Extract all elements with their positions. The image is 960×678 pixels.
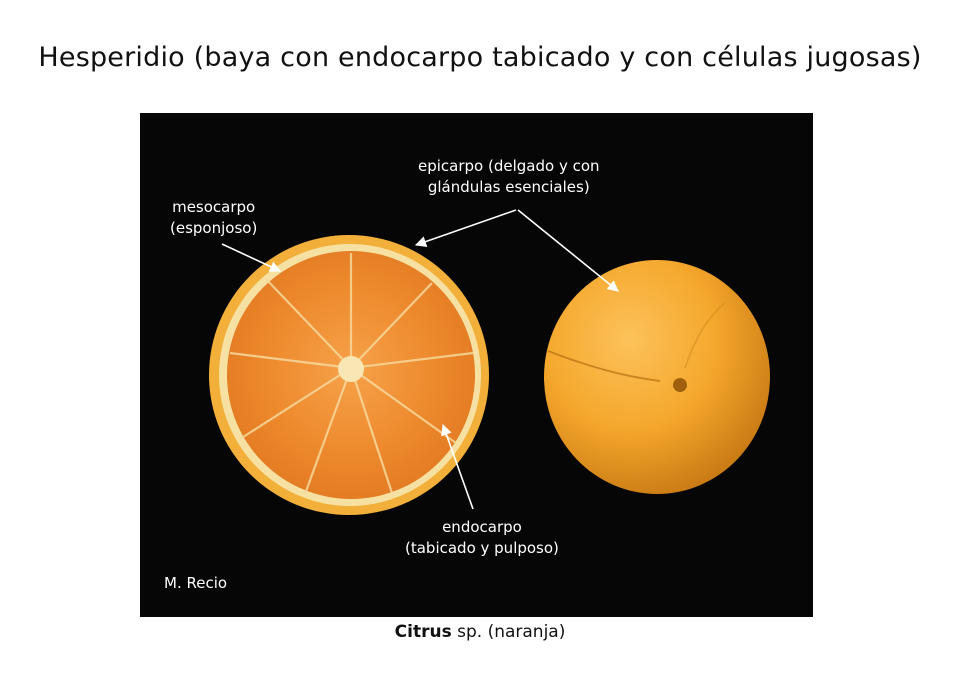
cut-orange [209, 235, 489, 515]
label-epicarpo: epicarpo (delgado y con glándulas esenci… [418, 156, 600, 198]
label-endocarpo-line2: (tabicado y pulposo) [405, 539, 559, 557]
label-endocarpo-line1: endocarpo [442, 518, 522, 536]
orange-photo: mesocarpo (esponjoso) epicarpo (delgado … [140, 113, 813, 617]
arrow-mesocarpo [221, 243, 282, 272]
whole-orange [544, 260, 770, 494]
arrow-epicarpo-right [517, 209, 619, 292]
page-title: Hesperidio (baya con endocarpo tabicado … [38, 42, 922, 73]
label-epicarpo-line1: epicarpo (delgado y con [418, 157, 600, 175]
label-mesocarpo: mesocarpo (esponjoso) [170, 197, 257, 239]
label-endocarpo: endocarpo (tabicado y pulposo) [405, 517, 559, 559]
pointer-arrows [221, 209, 619, 510]
caption-rest: sp. (naranja) [451, 622, 566, 642]
arrow-epicarpo-left [414, 209, 517, 247]
photo-credit: M. Recio [164, 574, 228, 592]
figure-caption: Citrus sp. (naranja) [0, 622, 960, 642]
orange-illustration [209, 209, 770, 515]
arrow-endocarpo [441, 423, 474, 510]
caption-genus: Citrus [394, 622, 452, 642]
label-epicarpo-line2: glándulas esenciales) [427, 178, 590, 196]
label-mesocarpo-line2: (esponjoso) [170, 219, 258, 237]
label-mesocarpo-line1: mesocarpo [172, 198, 256, 216]
